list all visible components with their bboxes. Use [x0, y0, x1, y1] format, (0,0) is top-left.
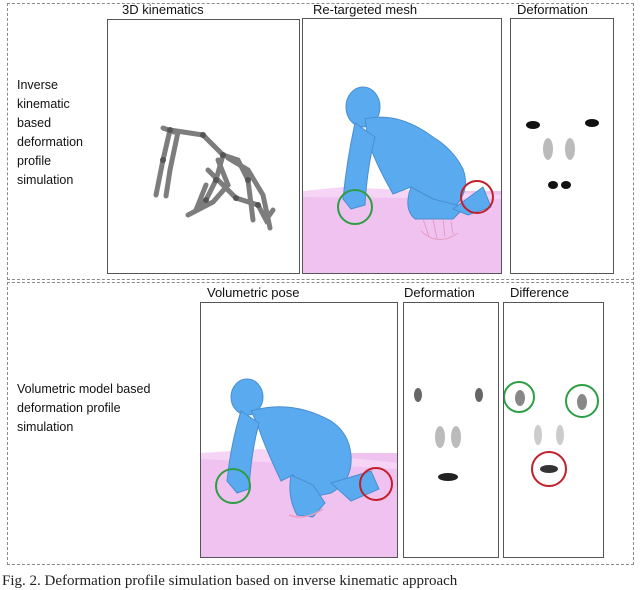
ik-row-label: Inverse kinematic based deformation prof…: [17, 76, 83, 190]
difference-map: [504, 303, 604, 558]
retargeted-mesh-render: [303, 19, 502, 274]
row-label-line: Volumetric model based: [17, 380, 150, 399]
row-label-line: Inverse: [17, 76, 83, 95]
row-label-line: simulation: [17, 418, 150, 437]
difference-panel-title: Difference: [510, 285, 569, 300]
row-label-line: deformation: [17, 133, 83, 152]
row-label-line: based: [17, 114, 83, 133]
row-label-line: profile: [17, 152, 83, 171]
volumetric-deformation-panel: [403, 302, 499, 558]
ik-deformation-panel: [510, 18, 614, 274]
figure-caption: Fig. 2. Deformation profile simulation b…: [2, 573, 457, 590]
volumetric-pose-render: [201, 303, 398, 558]
row-label-line: kinematic: [17, 95, 83, 114]
ik-deformation-panel-title: Deformation: [517, 2, 588, 17]
skeleton-figure: [108, 20, 300, 274]
row-label-line: deformation profile: [17, 399, 150, 418]
row-label-line: simulation: [17, 171, 83, 190]
difference-panel: [503, 302, 604, 558]
retargeted-mesh-panel: [302, 18, 502, 274]
kinematics-panel: [107, 19, 300, 274]
volumetric-deformation-map: [404, 303, 499, 558]
volumetric-row-label: Volumetric model based deformation profi…: [17, 380, 150, 437]
volumetric-pose-panel-title: Volumetric pose: [207, 285, 300, 300]
volumetric-pose-panel: [200, 302, 398, 558]
ik-deformation-map: [511, 19, 614, 274]
kinematics-panel-title: 3D kinematics: [122, 2, 204, 17]
retargeted-mesh-panel-title: Re-targeted mesh: [313, 2, 417, 17]
volumetric-deformation-panel-title: Deformation: [404, 285, 475, 300]
